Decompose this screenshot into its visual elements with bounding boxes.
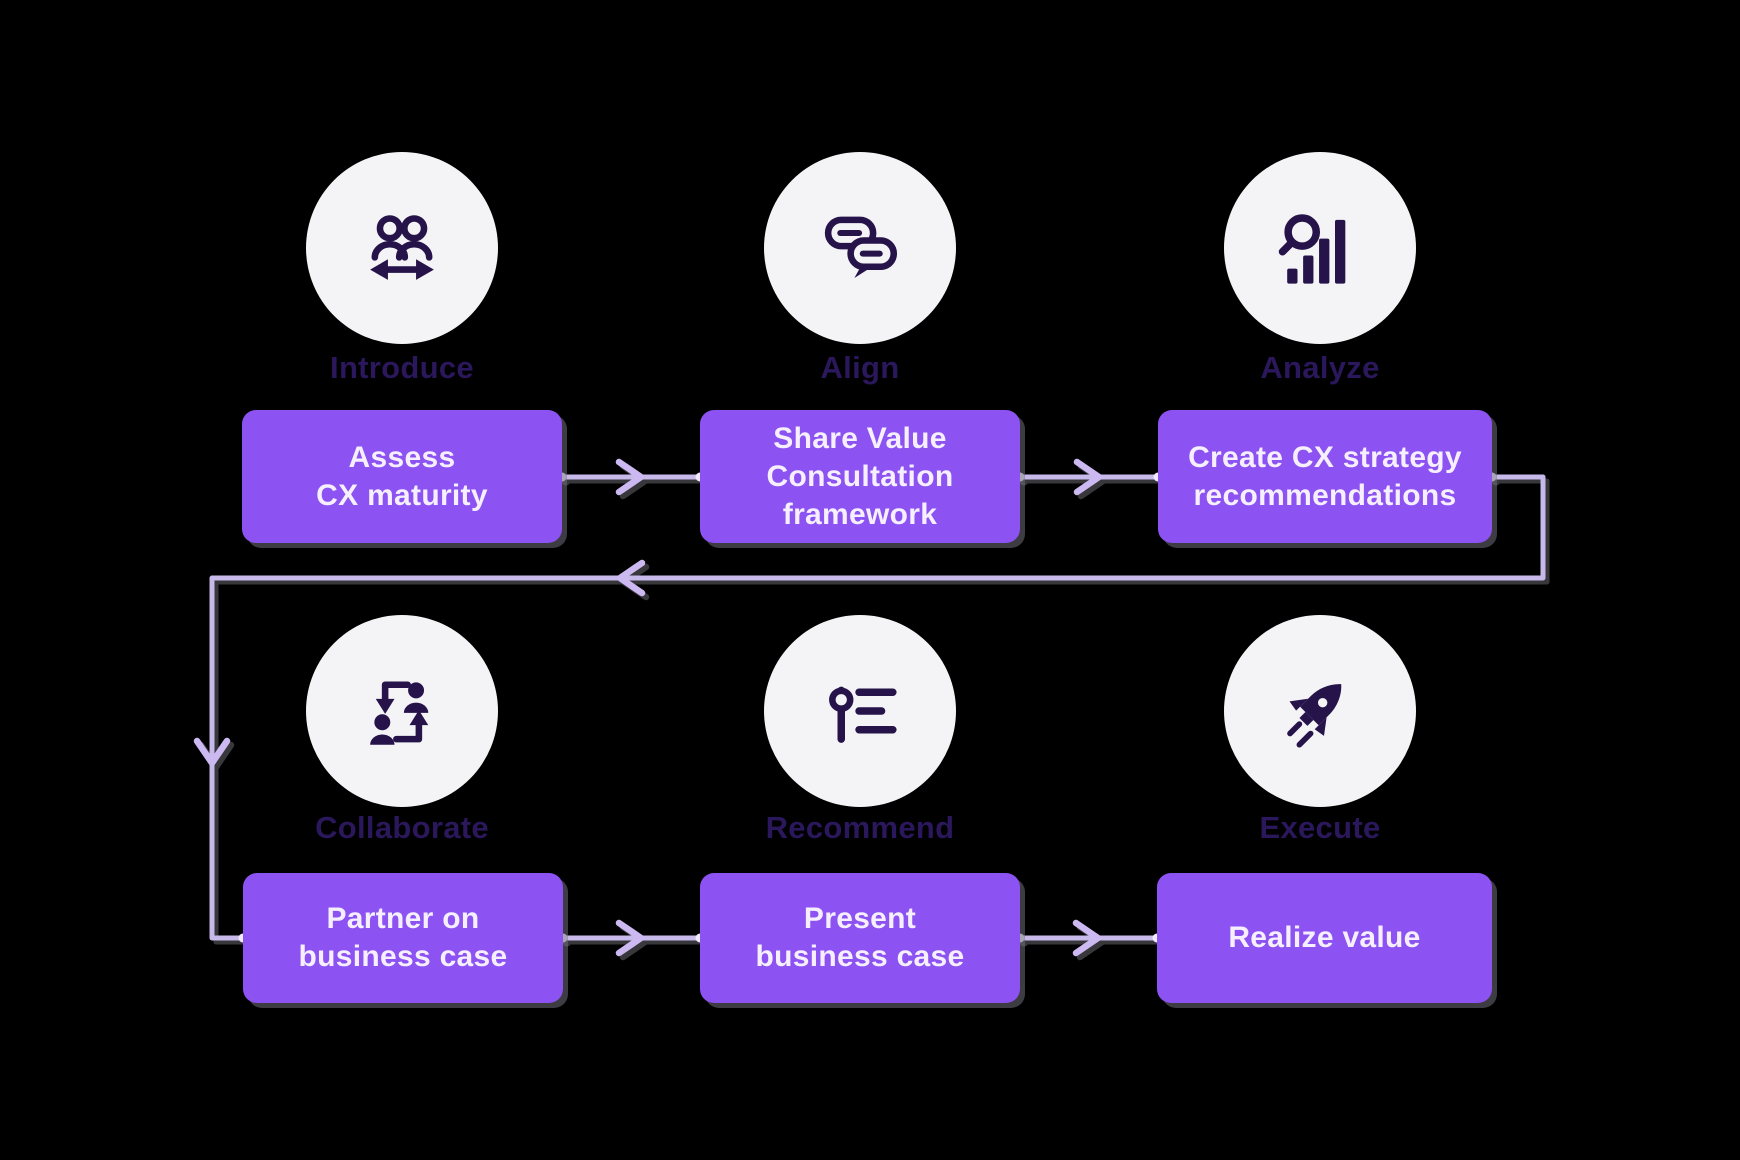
box-text-line: Present	[803, 902, 917, 935]
people-sync-icon	[370, 681, 429, 745]
box-text-line: Assess	[348, 440, 456, 474]
box-text-line: framework	[782, 497, 938, 531]
chat-bubbles-icon	[824, 216, 898, 278]
box-share-value-consultation: Share Value Consultation framework	[700, 410, 1020, 543]
box-text-line: Partner on	[326, 902, 480, 935]
step-circle-recommend	[764, 615, 956, 807]
wire-loopback	[209, 474, 1546, 941]
box-partner-business-case: Partner on business case	[243, 873, 563, 1003]
box-realize-value: Realize value	[1157, 873, 1492, 1003]
box-text-line: CX maturity	[316, 478, 488, 512]
arrow-right-icon	[615, 458, 645, 496]
step-label-execute: Execute	[1259, 810, 1381, 845]
arrow-left-icon	[616, 559, 646, 597]
step-circle-execute	[1224, 615, 1416, 807]
box-assess-cx-maturity: Assess CX maturity	[242, 410, 562, 543]
step-label-recommend: Recommend	[765, 810, 955, 845]
prioritized-list-icon	[829, 686, 897, 743]
box-text-line: Create CX strategy	[1188, 440, 1462, 474]
rocket-icon	[1287, 684, 1342, 748]
arrow-down-icon	[193, 737, 231, 767]
box-create-cx-strategy: Create CX strategy recommendations	[1158, 410, 1492, 543]
box-text-line: Consultation	[766, 459, 954, 493]
search-growth-icon	[1278, 214, 1346, 284]
step-circle-collaborate	[306, 615, 498, 807]
step-circle-introduce	[306, 152, 498, 344]
step-label-align: Align	[820, 350, 900, 385]
box-text-line: Realize value	[1228, 921, 1421, 954]
arrow-right-icon	[1073, 458, 1103, 496]
box-text-line: Share Value	[773, 421, 947, 455]
step-circle-analyze	[1224, 152, 1416, 344]
arrow-right-icon	[1072, 919, 1102, 957]
box-text-line: business case	[755, 940, 965, 973]
step-label-introduce: Introduce	[330, 350, 474, 385]
box-present-business-case: Present business case	[700, 873, 1020, 1003]
arrow-right-icon	[615, 919, 645, 957]
step-label-analyze: Analyze	[1260, 350, 1380, 385]
box-text-line: recommendations	[1193, 478, 1457, 512]
step-circle-align	[764, 152, 956, 344]
people-arrows-icon	[370, 215, 434, 280]
box-text-line: business case	[298, 940, 508, 973]
step-label-collaborate: Collaborate	[315, 810, 489, 845]
